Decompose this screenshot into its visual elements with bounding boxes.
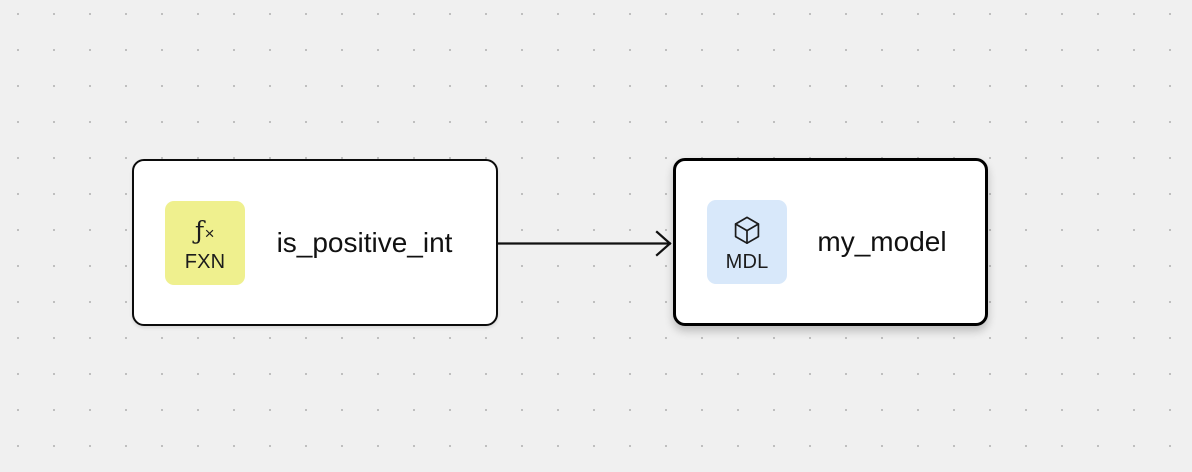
node-title: is_positive_int	[276, 226, 453, 258]
node-is-positive-int[interactable]: ƒ× FXN is_positive_int	[132, 159, 498, 326]
node-type-badge-mdl: MDL	[707, 200, 787, 284]
node-my-model[interactable]: MDL my_model	[673, 158, 988, 326]
node-title: my_model	[817, 226, 947, 257]
function-icon: ƒ×	[195, 213, 215, 247]
cube-icon	[731, 213, 763, 247]
cube-icon-svg	[734, 216, 760, 244]
function-icon-suffix: ×	[204, 223, 216, 243]
edge-arrowhead-icon	[655, 230, 672, 257]
node-type-badge-fxn: ƒ× FXN	[165, 200, 245, 285]
node-type-abbr: FXN	[184, 251, 226, 273]
function-icon-symbol: ƒ	[194, 215, 205, 245]
edge-fxn-to-mdl[interactable]	[498, 230, 672, 257]
node-type-abbr: MDL	[725, 250, 769, 273]
